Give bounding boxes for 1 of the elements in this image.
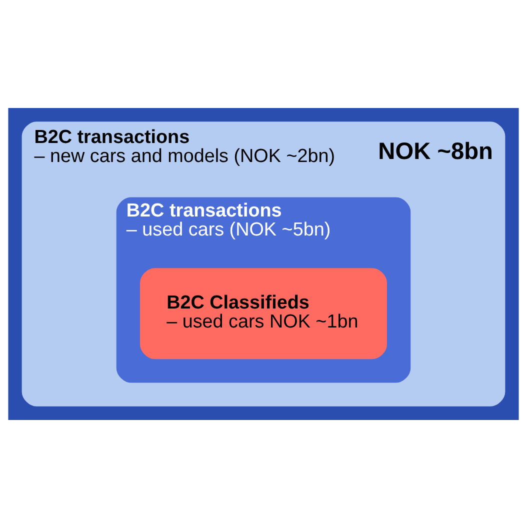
node-box: B2C Classifieds – used cars NOK ~1bn: [140, 268, 387, 359]
